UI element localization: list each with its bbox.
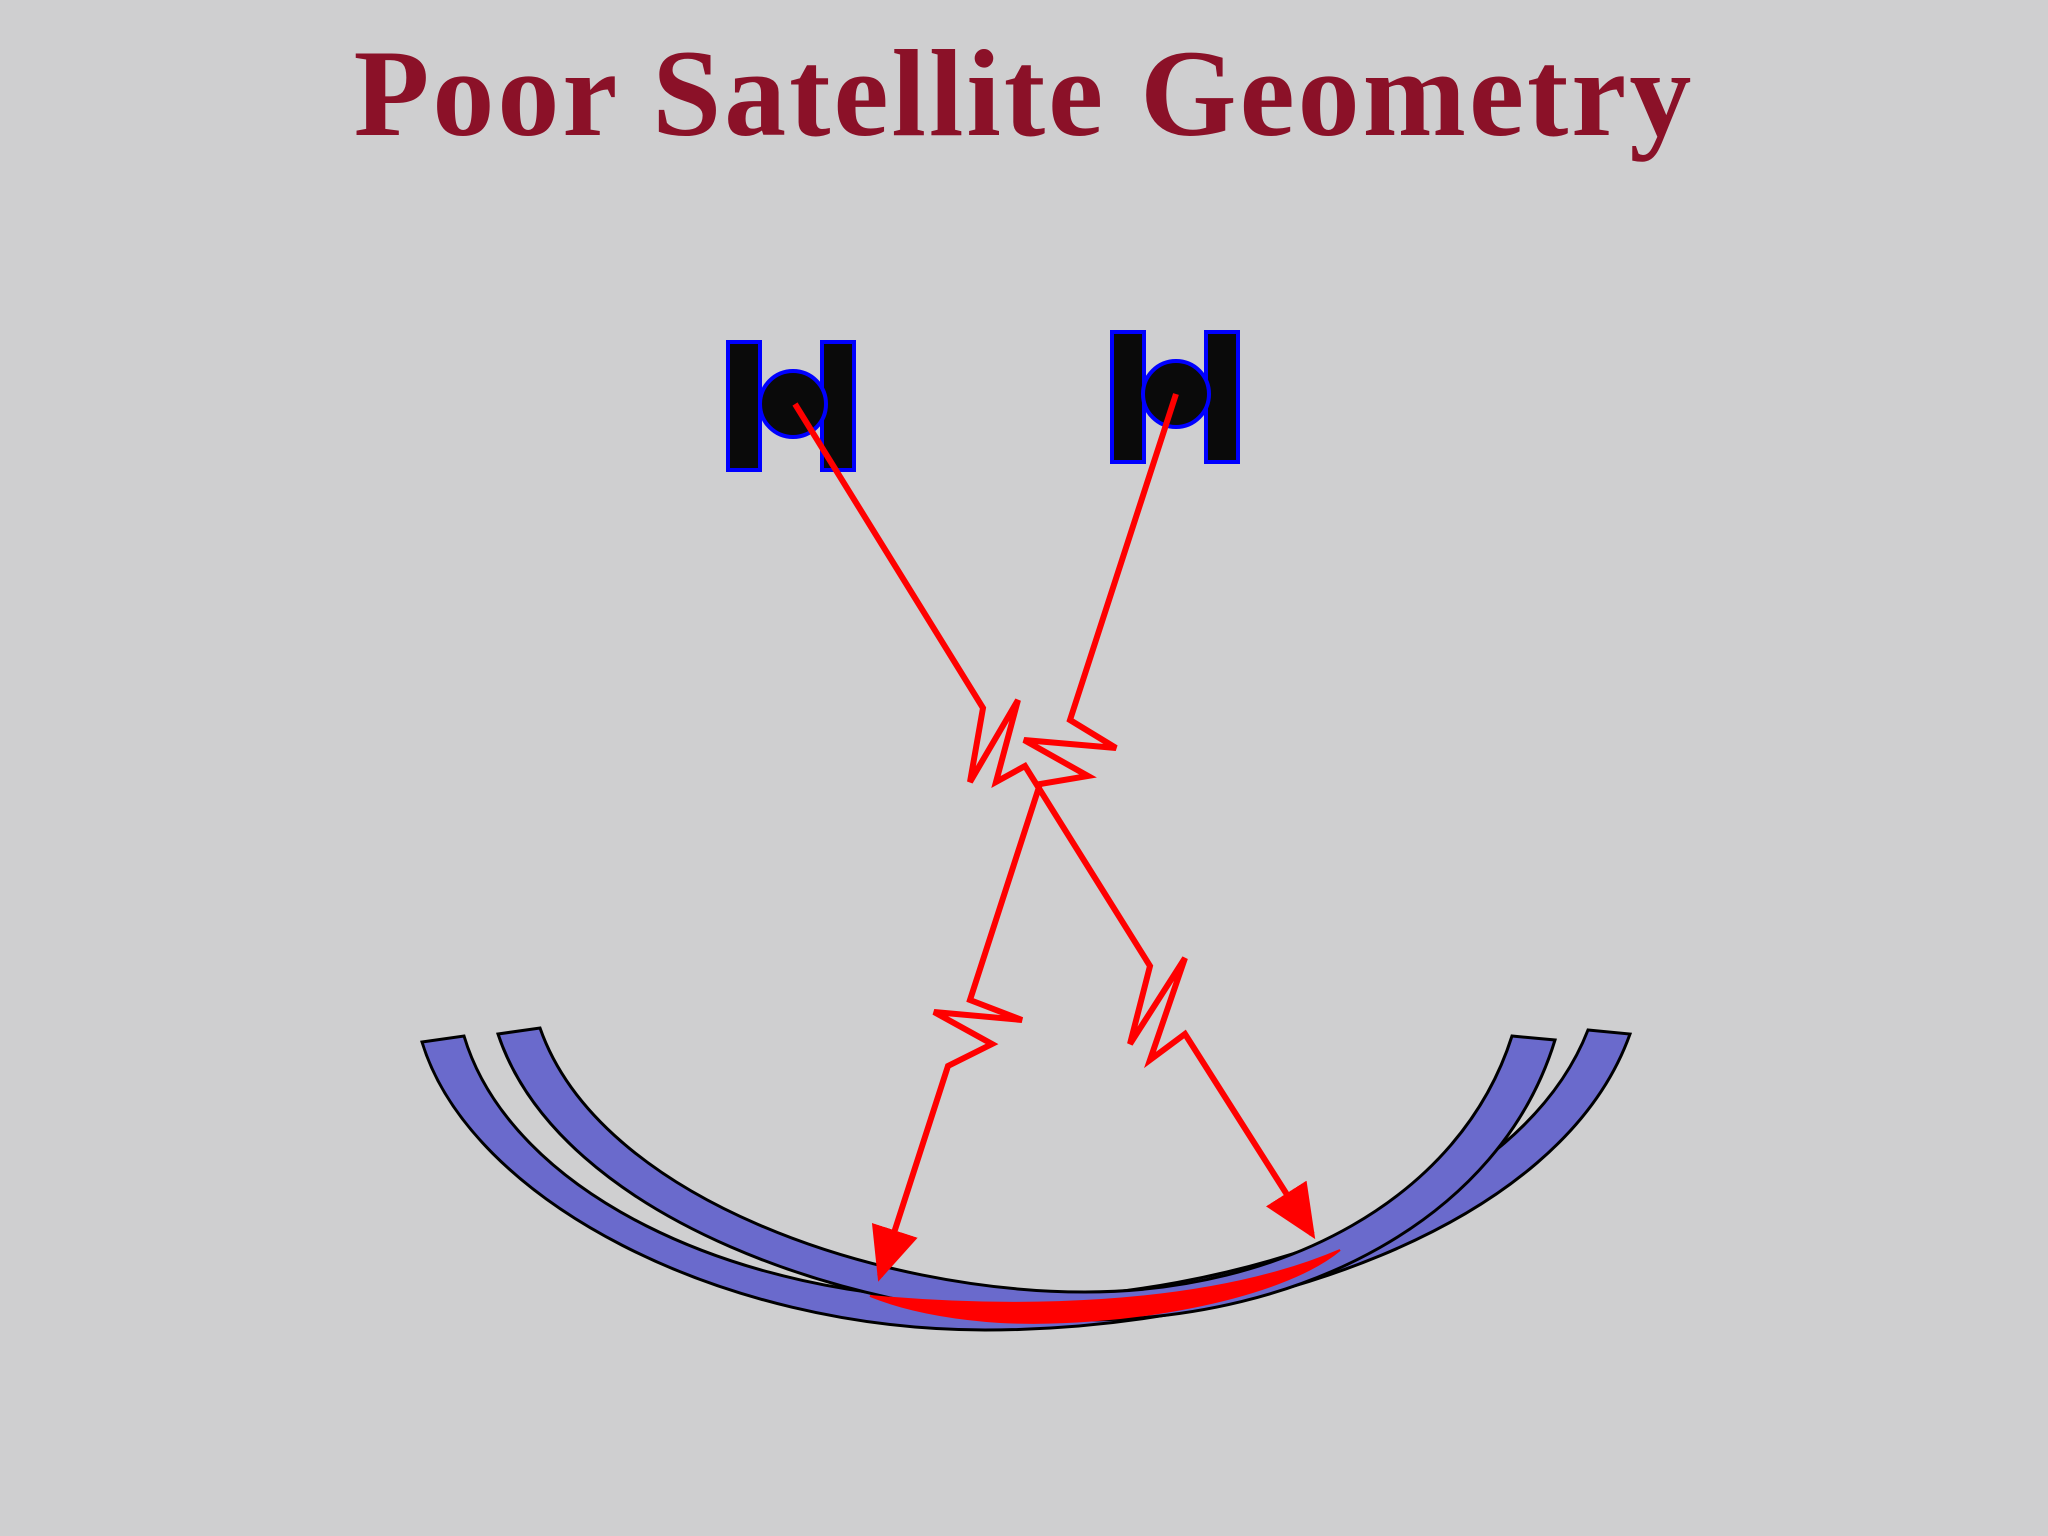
signal-path-left-satellite — [792, 402, 1316, 1240]
satellite-left-icon — [726, 340, 856, 472]
satellite-right-icon — [1110, 330, 1240, 464]
range-band-right-satellite — [496, 1026, 1557, 1322]
slide-title: Poor Satellite Geometry — [353, 25, 1695, 162]
position-uncertainty-region — [869, 1249, 1341, 1324]
signal-path-right-satellite — [871, 393, 1179, 1282]
